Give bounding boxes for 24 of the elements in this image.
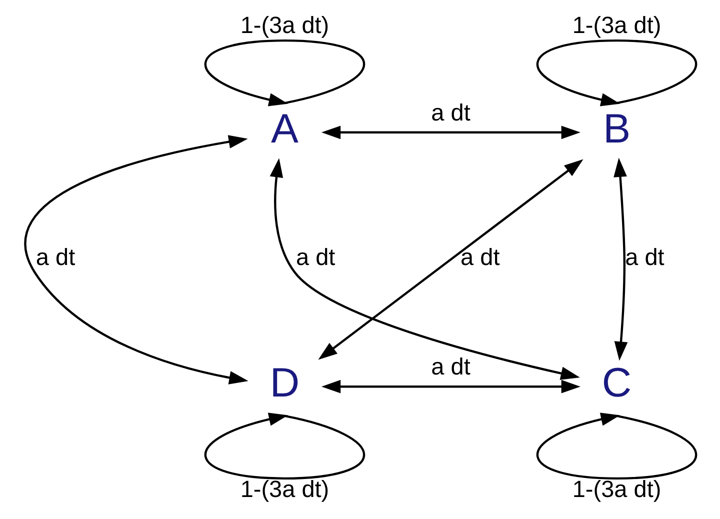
edge-label: a dt [295,244,335,270]
arrow [320,380,580,394]
arrow [204,412,364,480]
arrow [204,39,364,106]
edge-label: a dt [430,354,470,380]
node-text: A [270,106,298,152]
edge-label: 1-(3a dt) [240,476,329,502]
node-text: B [602,106,630,152]
node-text: C [601,360,632,406]
arrow [536,412,696,480]
edge-label: 1-(3a dt) [572,12,661,38]
arrow [318,159,583,360]
arrow [269,158,580,380]
edge-label: 1-(3a dt) [240,12,329,38]
arrow [320,126,580,140]
arrow [24,135,248,384]
edge-label: a dt [430,99,470,126]
arrow [536,39,696,106]
edge-label: a dt [35,244,75,270]
edge-label: 1-(3a dt) [572,476,661,502]
edge-label: a dt [460,244,500,270]
edge-label: a dt [624,244,664,270]
arrow [613,158,628,361]
node-text: D [269,360,300,406]
